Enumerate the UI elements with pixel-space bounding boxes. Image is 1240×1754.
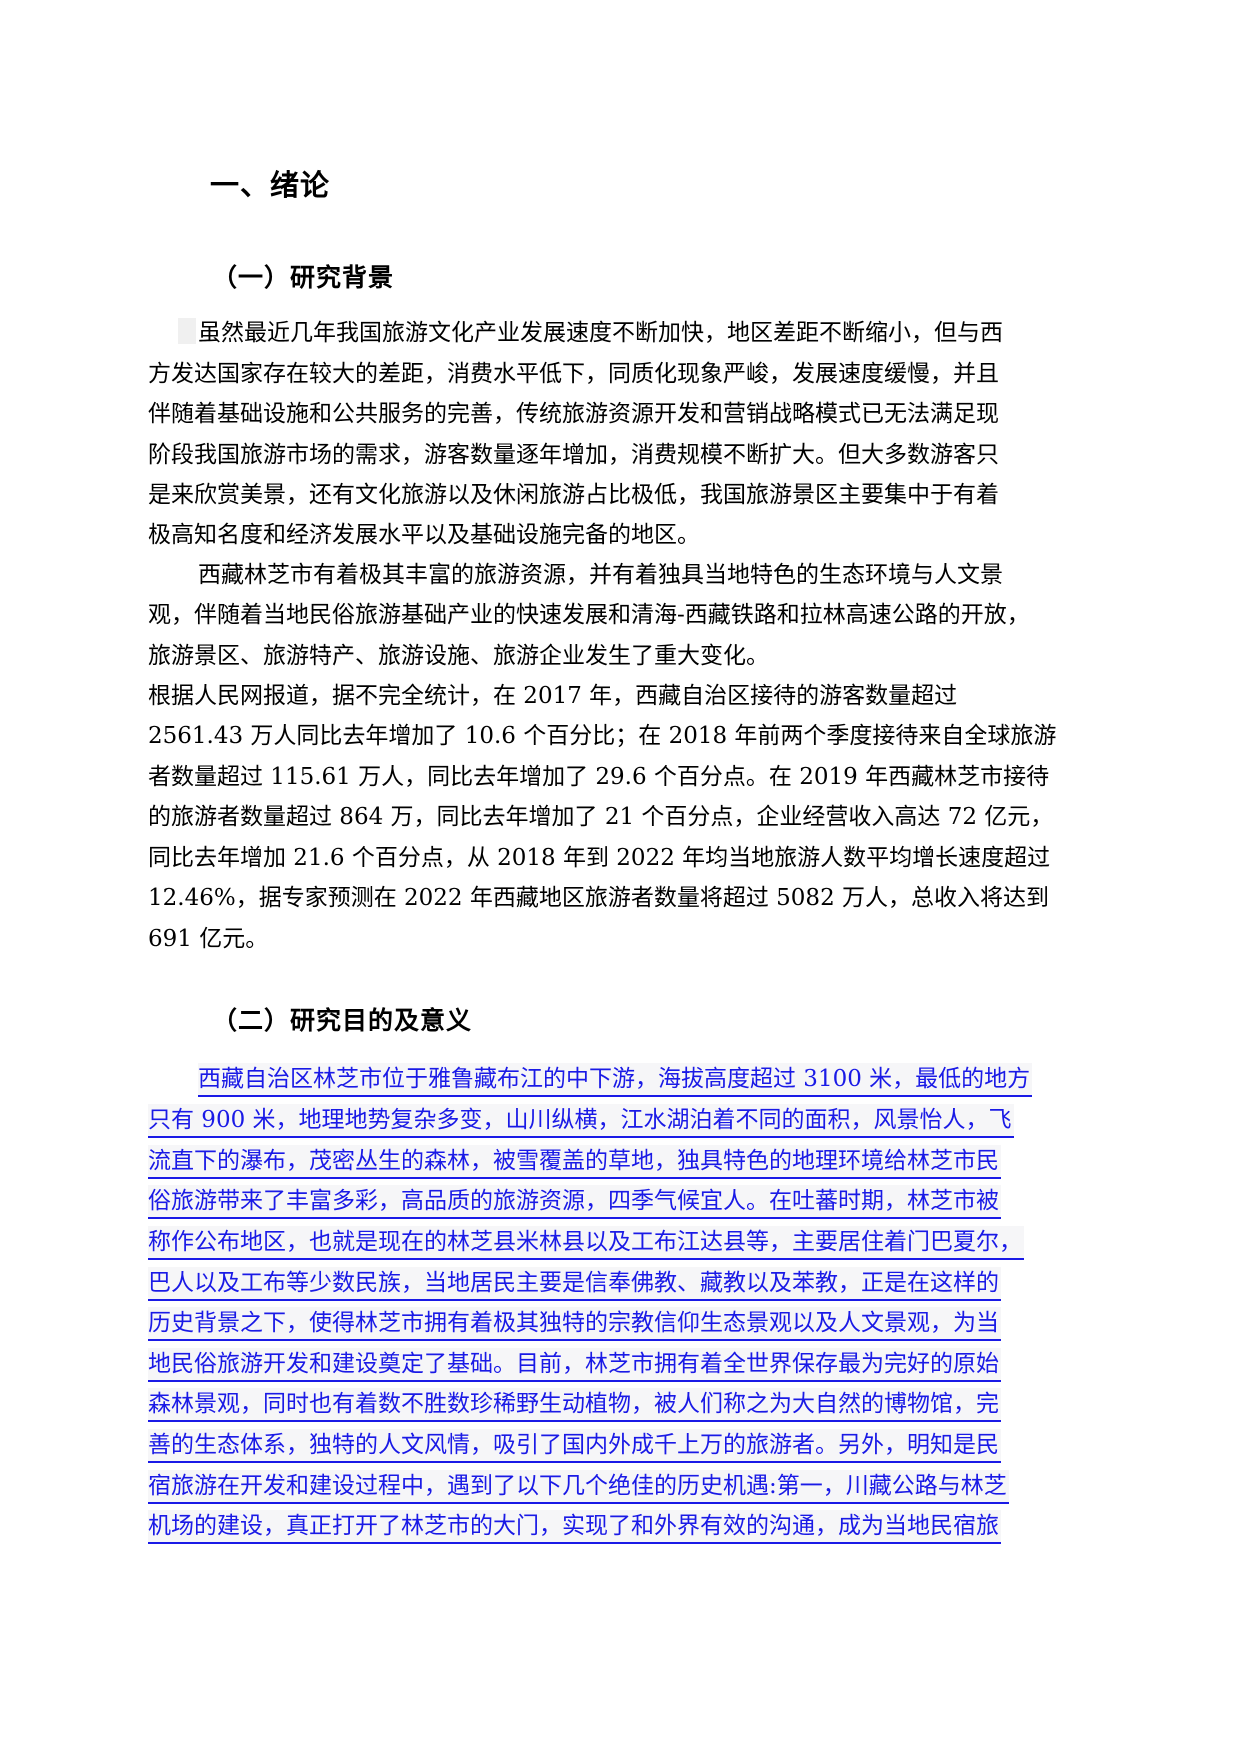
hyperlink-line[interactable]: 善的生态体系，独特的人文风情，吸引了国内外成千上万的旅游者。另外，明知是民 [148, 1429, 1001, 1463]
paragraph-line: 者数量超过 115.61 万人，同比去年增加了 29.6 个百分点。在 2019… [148, 764, 1050, 790]
paragraph-line: 西藏林芝市有着极其丰富的旅游资源，并有着独具当地特色的生态环境与人文景 [198, 562, 1003, 588]
hyperlink-line[interactable]: 机场的建设，真正打开了林芝市的大门，实现了和外界有效的沟通，成为当地民宿旅 [148, 1510, 1001, 1544]
hyperlink-line[interactable]: 森林景观，同时也有着数不胜数珍稀野生动植物，被人们称之为大自然的博物馆，完 [148, 1388, 1001, 1422]
paragraph-line: 2561.43 万人同比去年增加了 10.6 个百分比；在 2018 年前两个季… [148, 723, 1057, 749]
hyperlink-line[interactable]: 西藏自治区林芝市位于雅鲁藏布江的中下游，海拔高度超过 3100 米，最低的地方 [198, 1063, 1033, 1097]
paragraph-line: 方发达国家存在较大的差距，消费水平低下，同质化现象严峻，发展速度缓慢，并且 [148, 361, 999, 387]
paragraph-line: 虽然最近几年我国旅游文化产业发展速度不断加快，地区差距不断缩小，但与西 [178, 318, 1128, 348]
paragraph-line: 12.46%，据专家预测在 2022 年西藏地区旅游者数量将超过 5082 万人… [148, 885, 1050, 911]
paragraph-line: 极高知名度和经济发展水平以及基础设施完备的地区。 [148, 522, 700, 548]
paragraph-line: 根据人民网报道，据不完全统计，在 2017 年，西藏自治区接待的游客数量超过 [148, 683, 958, 709]
section-title-background: （一）研究背景 [212, 263, 395, 292]
paragraph-line: 691 亿元。 [148, 926, 269, 952]
hyperlink-line[interactable]: 巴人以及工布等少数民族，当地居民主要是信奉佛教、藏教以及苯教，正是在这样的 [148, 1267, 1001, 1301]
section-title-purpose: （二）研究目的及意义 [212, 1006, 473, 1035]
text-cursor-marker [178, 318, 196, 344]
hyperlink-line[interactable]: 宿旅游在开发和建设过程中，遇到了以下几个绝佳的历史机遇:第一，川藏公路与林芝 [148, 1470, 1009, 1504]
hyperlink-line[interactable]: 只有 900 米，地理地势复杂多变，山川纵横，江水湖泊着不同的面积，风景怡人，飞 [148, 1104, 1014, 1138]
paragraph-line: 旅游景区、旅游特产、旅游设施、旅游企业发生了重大变化。 [148, 643, 769, 669]
paragraph-line: 同比去年增加 21.6 个百分点，从 2018 年到 2022 年均当地旅游人数… [148, 845, 1051, 871]
paragraph-line: 阶段我国旅游市场的需求，游客数量逐年增加，消费规模不断扩大。但大多数游客只 [148, 442, 999, 468]
chapter-title: 一、绪论 [210, 168, 331, 202]
paragraph-line: 是来欣赏美景，还有文化旅游以及休闲旅游占比极低，我国旅游景区主要集中于有着 [148, 482, 999, 508]
hyperlink-line[interactable]: 俗旅游带来了丰富多彩，高品质的旅游资源，四季气候宜人。在吐蕃时期，林芝市被 [148, 1185, 1001, 1219]
paragraph-line: 的旅游者数量超过 864 万，同比去年增加了 21 个百分点，企业经营收入高达 … [148, 804, 1054, 830]
hyperlink-line[interactable]: 称作公布地区，也就是现在的林芝县米林县以及工布江达县等，主要居住着门巴夏尔， [148, 1226, 1024, 1260]
hyperlink-line[interactable]: 流直下的瀑布，茂密丛生的森林，被雪覆盖的草地，独具特色的地理环境给林芝市民 [148, 1145, 1001, 1179]
paragraph-line: 伴随着基础设施和公共服务的完善，传统旅游资源开发和营销战略模式已无法满足现 [148, 401, 999, 427]
hyperlink-line[interactable]: 地民俗旅游开发和建设奠定了基础。目前，林芝市拥有着全世界保存最为完好的原始 [148, 1348, 1001, 1382]
hyperlink-line[interactable]: 历史背景之下，使得林芝市拥有着极其独特的宗教信仰生态景观以及人文景观，为当 [148, 1307, 1001, 1341]
paragraph-line: 观，伴随着当地民俗旅游基础产业的快速发展和清海-西藏铁路和拉林高速公路的开放， [148, 602, 1030, 628]
